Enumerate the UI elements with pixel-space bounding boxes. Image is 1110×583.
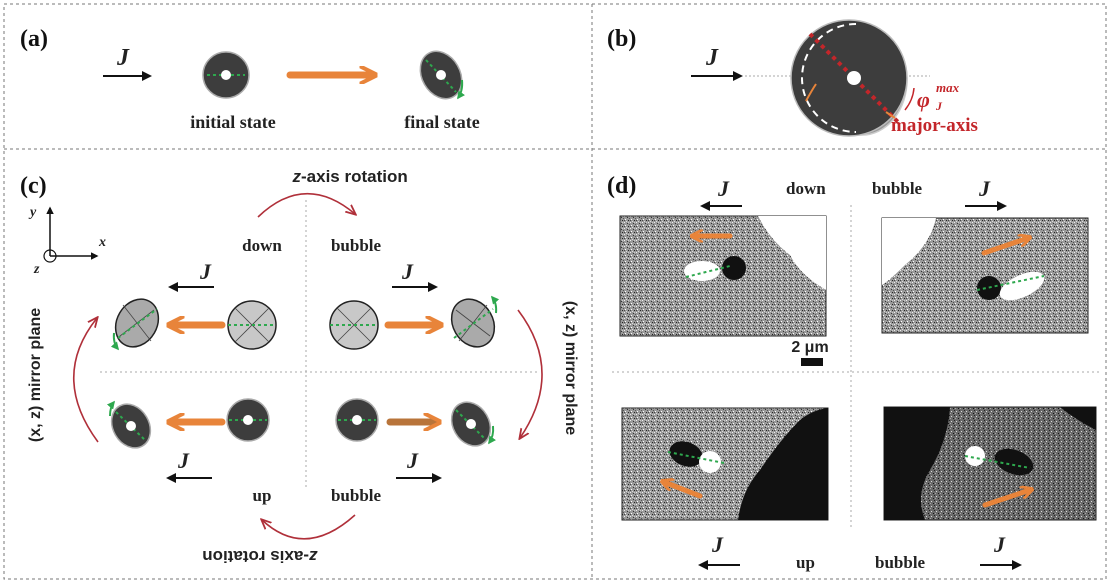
top-rotation-arrow: [257, 192, 355, 218]
skyrmion-up-final: [106, 400, 152, 449]
top-rotation-label-z: z: [292, 167, 302, 186]
down-label: down: [786, 179, 826, 198]
angle-arc: [904, 87, 915, 111]
angle-phi-label: φ: [917, 87, 930, 112]
panel-a: (a) J initial state final state: [20, 26, 480, 132]
bubble-label-bottom: bubble: [331, 486, 382, 505]
current-j-label: J: [993, 532, 1006, 557]
angle-superscript: max: [936, 80, 960, 95]
initial-state-label: initial state: [190, 112, 276, 132]
current-j-label: J: [406, 448, 419, 473]
mfm-image-bubble-bottom: [883, 406, 1097, 521]
bubble-label-top: bubble: [331, 236, 382, 255]
final-state-label: final state: [404, 112, 480, 132]
mirror-plane-left-label: (x, z) mirror plane: [27, 308, 44, 442]
skyrmion-bubble-initial: [329, 300, 379, 350]
major-axis-label: major-axis: [891, 115, 978, 136]
panel-c: (c) z -axis rotation y x z down bubble J: [20, 167, 579, 566]
axis-y-label: y: [28, 205, 37, 220]
skyrmion-bubble-final: [450, 295, 500, 348]
axis-x-label: x: [98, 235, 106, 250]
panel-frame: [3, 3, 1107, 580]
skyrmion-down-final: [110, 298, 160, 351]
bubble-label-top: bubble: [872, 179, 923, 198]
axis-z-label: z: [33, 262, 40, 277]
current-j-label: J: [705, 45, 719, 71]
current-j-label: J: [199, 259, 212, 284]
panel-d: (d) J down bubble J 2 μm: [607, 173, 1100, 572]
up-label: up: [796, 553, 815, 572]
down-label: down: [242, 236, 282, 255]
right-mirror-arrow: [517, 309, 543, 438]
final-state-disk: [419, 50, 465, 100]
current-j-label: J: [401, 259, 414, 284]
skyrmion-bubble-bottom-final: [450, 401, 496, 447]
panel-b: (b) J φ max J major-axis: [607, 19, 978, 137]
skyrmion-up-initial: [226, 398, 270, 442]
skyrmion-bubble-bottom-initial: [335, 398, 379, 442]
mfm-image-bubble-top: [881, 217, 1089, 334]
top-rotation-label: -axis rotation: [301, 167, 408, 186]
current-j-label: J: [978, 176, 991, 201]
mfm-image-up: [621, 407, 829, 521]
coordinate-axes: y x z: [28, 205, 106, 277]
mfm-image-down: [619, 215, 827, 337]
mirror-plane-right-label: (x, z) mirror plane: [562, 301, 579, 435]
skyrmion-down-initial: [227, 300, 277, 350]
panel-c-label: (c): [20, 173, 47, 199]
panel-a-label: (a): [20, 26, 48, 52]
angle-subscript: J: [935, 99, 943, 113]
panel-b-label: (b): [607, 26, 636, 52]
current-j-label: J: [717, 176, 730, 201]
bottom-rotation-arrow: [262, 514, 356, 540]
scale-bar: [801, 358, 823, 366]
up-label: up: [253, 486, 272, 505]
scale-bar-label: 2 μm: [791, 339, 828, 356]
panel-d-label: (d): [607, 173, 636, 199]
rotated-domain-diagram: [790, 19, 908, 137]
bottom-rotation-label-z: z: [309, 547, 319, 566]
bottom-rotation-label-group: z -axis rotation: [202, 547, 318, 566]
left-mirror-arrow: [73, 318, 98, 443]
current-j-label: J: [116, 45, 130, 71]
current-j-label: J: [711, 532, 724, 557]
bottom-rotation-label: -axis rotation: [202, 547, 309, 566]
bubble-label-bottom: bubble: [875, 553, 926, 572]
initial-state-disk: [202, 51, 250, 99]
current-j-label: J: [177, 448, 190, 473]
